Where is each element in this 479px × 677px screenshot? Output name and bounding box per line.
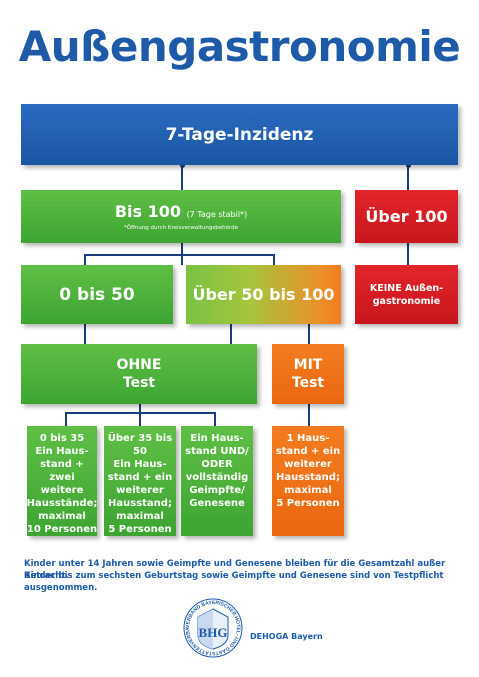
- connector-to-leaf3: [214, 412, 216, 426]
- ueber100-label: Über 100: [365, 207, 448, 226]
- bis100-suffix: (7 Tage stabil*): [186, 210, 248, 219]
- bis100-box: Bis 100 (7 Tage stabil*) *Öffnung durch …: [21, 190, 341, 243]
- bhg-logo: VERBAND BAYERISCHER HOTEL- UND GASTSTÄTT…: [180, 593, 244, 659]
- leaf-mit-test: 1 Haus- stand + ein weiterer Hausstand; …: [272, 426, 344, 536]
- leaf-label: 1 Haus- stand + ein weiterer Hausstand; …: [275, 433, 341, 509]
- mit-test-box: MIT Test: [272, 344, 344, 404]
- leaf-label: Ein Haus- stand UND/ ODER vollständig Ge…: [185, 433, 249, 509]
- connector-inzidenz-ueber100: [407, 165, 409, 195]
- bis100-note: *Öffnung durch Kreisverwaltungsbehörde: [123, 225, 238, 231]
- connector-to-leaf2: [139, 412, 141, 426]
- connector-to-0bis50: [84, 254, 86, 266]
- leaf-ueber35bis50: Über 35 bis 50 Ein Haus- stand + ein wei…: [104, 426, 176, 536]
- connector-to-ueber50: [273, 254, 275, 266]
- leaf-0bis35: 0 bis 35 Ein Haus- stand + zwei weitere …: [27, 426, 97, 536]
- footnote-1: Kinder unter 14 Jahren sowie Geimpfte un…: [24, 559, 446, 581]
- ohne-test-label: OHNE Test: [116, 357, 162, 391]
- leaf-label: 0 bis 35 Ein Haus- stand + zwei weitere …: [26, 433, 98, 535]
- ueber50bis100-label: Über 50 bis 100: [192, 285, 335, 304]
- leaf-label: Über 35 bis 50 Ein Haus- stand + ein wei…: [107, 433, 173, 535]
- 0bis50-box: 0 bis 50: [21, 265, 173, 324]
- connector-ueber100-keine: [407, 243, 409, 265]
- ueber50bis100-box: Über 50 bis 100: [186, 265, 341, 324]
- connector-0bis50-ohne: [84, 324, 86, 344]
- inzidenz-box: 7-Tage-Inzidenz: [21, 104, 458, 165]
- connector-ohne-down: [139, 404, 141, 416]
- page-title: Außengastronomie: [18, 22, 461, 71]
- footnote-2: Kinder bis zum sechsten Geburtstag sowie…: [24, 571, 444, 593]
- connector-inzidenz-bis100: [181, 165, 183, 195]
- keine-box: KEINE Außen- gastronomie: [355, 265, 458, 324]
- connector-ueber50-mit: [308, 324, 310, 344]
- mit-test-label: MIT Test: [291, 357, 325, 391]
- inzidenz-label: 7-Tage-Inzidenz: [165, 124, 314, 145]
- leaf-geimpfte: Ein Haus- stand UND/ ODER vollständig Ge…: [181, 426, 253, 536]
- connector-dot: [180, 163, 185, 168]
- bis100-label: Bis 100: [114, 202, 181, 221]
- keine-label: KEINE Außen- gastronomie: [369, 282, 444, 307]
- connector-mit-leaf4: [308, 404, 310, 426]
- connector-ueber50-ohne: [230, 324, 232, 344]
- 0bis50-label: 0 bis 50: [59, 284, 135, 305]
- bis100-heading: Bis 100 (7 Tage stabil*): [115, 202, 247, 221]
- logo-letters: BHG: [199, 625, 228, 640]
- ueber100-box: Über 100: [355, 190, 458, 243]
- connector-dot: [406, 163, 411, 168]
- connector-bis100-split: [84, 254, 274, 256]
- logo-caption: DEHOGA Bayern: [250, 632, 323, 641]
- bhg-logo-graphic: VERBAND BAYERISCHER HOTEL- UND GASTSTÄTT…: [180, 593, 243, 658]
- connector-to-leaf1: [65, 412, 67, 426]
- ohne-test-box: OHNE Test: [21, 344, 257, 404]
